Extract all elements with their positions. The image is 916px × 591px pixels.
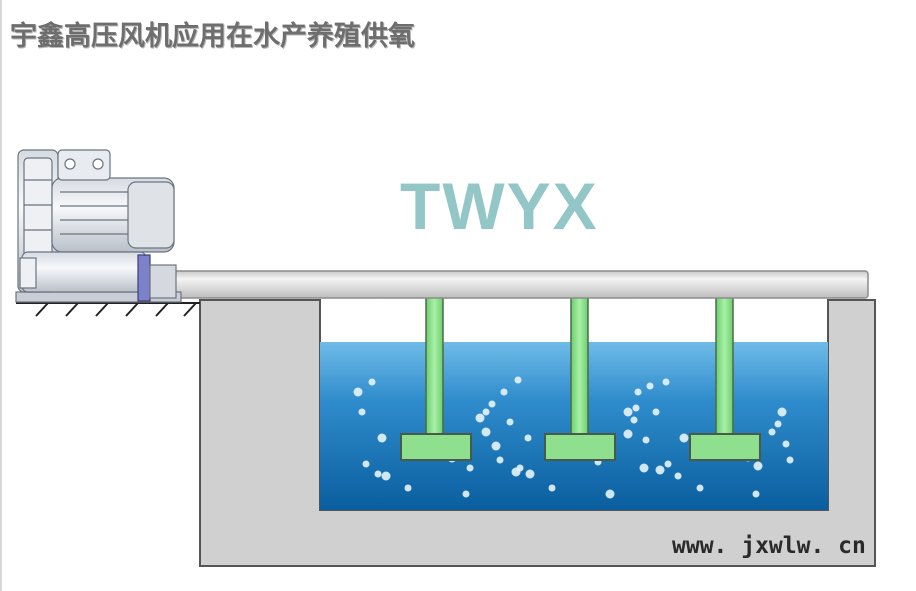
air-bubble [753, 461, 763, 471]
air-bubble [482, 408, 490, 416]
air-bubble [506, 418, 514, 426]
air-bubble [639, 463, 649, 473]
air-bubble [514, 376, 522, 384]
air-bubble [623, 429, 633, 439]
air-bubble [782, 440, 790, 448]
diffuser-3 [689, 433, 761, 461]
diffuser-1 [400, 433, 472, 461]
air-bubble [374, 470, 382, 478]
air-bubble [368, 378, 376, 386]
air-bubble [481, 427, 491, 437]
air-bubble [381, 471, 391, 481]
air-bubble [362, 460, 370, 468]
air-bubble [674, 472, 682, 480]
air-bubbles [353, 376, 794, 499]
air-bubble [488, 400, 496, 408]
diffuser-downpipes [425, 295, 734, 437]
air-bubble [462, 490, 470, 498]
page-title: 宇鑫高压风机应用在水产养殖供氧 [10, 21, 415, 52]
air-bubble [475, 413, 485, 423]
air-bubble [768, 428, 776, 436]
air-bubble [634, 388, 642, 396]
air-bubble [358, 408, 366, 416]
air-bubble [491, 441, 501, 451]
air-bubble [632, 404, 640, 412]
air-bubble [623, 407, 633, 417]
air-bubble [496, 456, 504, 464]
website-url: www. jxwlw. cn [672, 533, 866, 559]
air-bubble [777, 407, 787, 417]
air-bubble [605, 489, 615, 499]
air-bubble [774, 420, 782, 428]
left-frame-line [0, 0, 2, 591]
air-bubble [630, 416, 638, 424]
air-bubble [696, 484, 704, 492]
brand-watermark: TWYX [400, 169, 599, 243]
air-bubble [500, 388, 508, 396]
blower-icon [15, 149, 182, 303]
air-bubble [404, 484, 412, 492]
air-bubble [516, 464, 524, 472]
air-pipe [171, 270, 869, 299]
air-bubble [786, 456, 794, 464]
air-bubble [466, 464, 474, 472]
air-bubble [377, 433, 387, 443]
air-bubble [664, 460, 672, 468]
air-bubble [548, 484, 556, 492]
air-bubble [642, 436, 650, 444]
air-bubble [646, 382, 654, 390]
diffuser-2 [544, 433, 616, 461]
air-bubble [353, 387, 363, 397]
air-bubble [652, 408, 660, 416]
ground-hatch [16, 302, 200, 317]
air-bubble [524, 434, 532, 442]
air-bubble [655, 465, 665, 475]
air-bubble [525, 469, 535, 479]
air-bubble [752, 490, 760, 498]
air-bubble [679, 433, 689, 443]
air-bubble [662, 378, 670, 386]
